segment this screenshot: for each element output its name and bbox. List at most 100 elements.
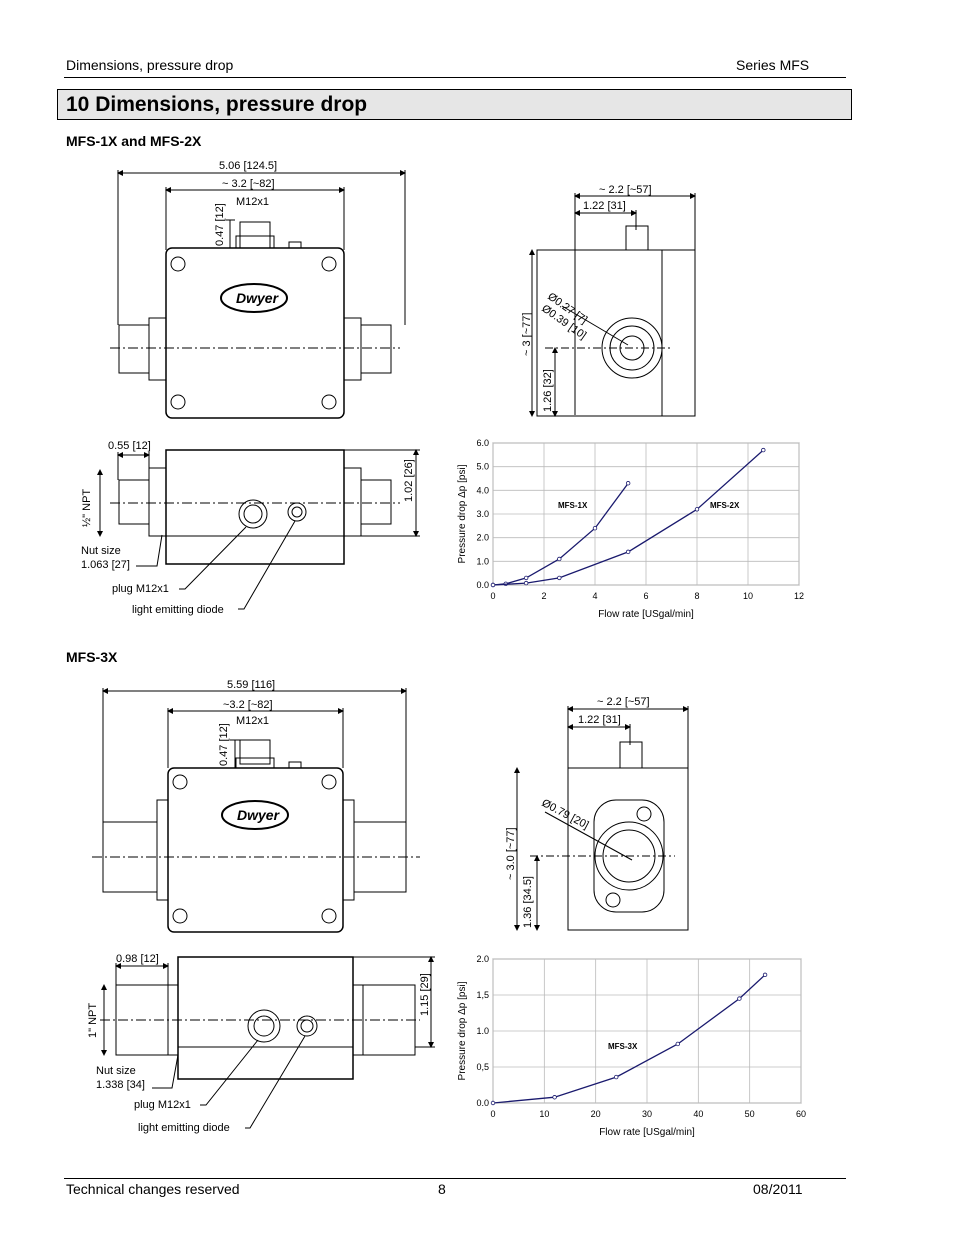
series-line-mfs-2x (492, 449, 764, 586)
mfs12-front-thread: 0.55 [12] (108, 440, 151, 452)
series-label: MFS-3X (608, 1042, 638, 1051)
data-point (490, 582, 496, 588)
mfs3-side-view (514, 706, 689, 931)
data-point (557, 556, 562, 562)
x-tick-label: 4 (592, 591, 597, 601)
x-tick-label: 6 (643, 591, 648, 601)
x-axis-label: Flow rate [USgal/min] (598, 609, 694, 620)
mfs3-front-thread: 0.98 [12] (116, 953, 159, 965)
subsection-mfs12: MFS-1X and MFS-2X (66, 133, 202, 149)
y-tick-label: 2.0 (476, 533, 489, 543)
subsection-mfs3: MFS-3X (66, 649, 118, 665)
y-tick-label: 1,5 (476, 990, 489, 1000)
mfs3-side-h3: ~ 3.0 [~77] (505, 827, 517, 880)
mfs3-front-view (100, 956, 435, 1129)
x-tick-label: 8 (694, 591, 699, 601)
x-axis-label: Flow rate [USgal/min] (599, 1127, 695, 1138)
y-tick-label: 1.0 (476, 1026, 489, 1036)
series-label: MFS-1X (558, 501, 588, 510)
x-tick-label: 0 (490, 591, 495, 601)
mfs12-dim-conn: 0.47 [12] (214, 203, 226, 246)
series-line-mfs-3x (492, 974, 766, 1104)
mfs3-plug: plug M12x1 (134, 1099, 191, 1111)
mfs12-plug: plug M12x1 (112, 583, 169, 595)
mfs12-nut-label: Nut size (81, 545, 121, 557)
mfs3-side-w122: 1.22 [31] (578, 714, 621, 726)
mfs3-nut-size: 1.338 [34] (96, 1079, 145, 1091)
x-tick-label: 30 (642, 1109, 652, 1119)
data-point (762, 972, 768, 978)
mfs12-side-h3: ~ 3 [~77] (521, 313, 533, 356)
mfs12-side-w22: ~ 2.2 [~57] (599, 184, 652, 196)
mfs12-dim-body: ~ 3.2 [~82] (222, 178, 275, 190)
x-tick-label: 10 (539, 1109, 549, 1119)
series-label: MFS-2X (710, 501, 740, 510)
mfs12-side-view (529, 193, 696, 417)
data-point (557, 575, 562, 581)
x-tick-label: 50 (745, 1109, 755, 1119)
data-point (675, 1041, 680, 1047)
data-point (490, 1100, 496, 1106)
footer-note: Technical changes reserved (66, 1181, 240, 1197)
y-tick-label: 3.0 (476, 509, 489, 519)
mfs12-dim-total: 5.06 [124.5] (219, 160, 277, 172)
header-rule (64, 77, 846, 78)
y-tick-label: 0.0 (476, 580, 489, 590)
y-tick-label: 5.0 (476, 462, 489, 472)
mfs3-dim-total: 5.59 [116] (227, 679, 275, 691)
data-point (613, 1074, 619, 1080)
data-point (523, 575, 529, 581)
x-tick-label: 12 (794, 591, 804, 601)
mfs12-side-w122: 1.22 [31] (583, 200, 626, 212)
y-tick-label: 1.0 (476, 556, 489, 566)
mfs3-logo: Dwyer (237, 807, 281, 823)
y-tick-label: 4.0 (476, 485, 489, 495)
data-point (694, 507, 700, 512)
mfs3-side-diam: Ø0.79 [20] (540, 797, 591, 832)
section-title: 10 Dimensions, pressure drop (66, 93, 368, 116)
data-point (523, 580, 529, 586)
mfs12-front-h: 1.02 [26] (403, 459, 415, 502)
x-tick-label: 40 (693, 1109, 703, 1119)
data-point (737, 996, 742, 1001)
y-axis-label: Pressure drop Δp [psi] (457, 981, 468, 1080)
data-point (625, 549, 631, 555)
mfs3-connector: M12x1 (236, 715, 269, 727)
y-tick-label: 2.0 (476, 954, 489, 964)
x-tick-label: 0 (490, 1109, 495, 1119)
x-tick-label: 60 (796, 1109, 806, 1119)
y-axis-label: Pressure drop Δp [psi] (457, 464, 468, 563)
mfs12-logo: Dwyer (236, 290, 280, 306)
data-point (625, 481, 631, 486)
x-tick-label: 2 (541, 591, 546, 601)
y-tick-label: 0.0 (476, 1098, 489, 1108)
mfs3-dim-body: ~3.2 [~82] (223, 699, 273, 711)
mfs12-top-view (110, 170, 406, 419)
mfs12-led: light emitting diode (132, 604, 224, 616)
mfs12-npt: ½" NPT (81, 489, 93, 527)
mfs3-npt: 1" NPT (87, 1003, 99, 1038)
mfs3-nut-label: Nut size (96, 1065, 136, 1077)
mfs3-side-h136: 1.36 [34.5] (522, 876, 534, 928)
mfs12-side-h126: 1.26 [32] (542, 369, 554, 412)
mfs3-side-w22: ~ 2.2 [~57] (597, 696, 650, 708)
mfs3-dim-conn: 0.47 [12] (218, 723, 230, 766)
mfs12-connector: M12x1 (236, 196, 269, 208)
mfs3-front-h: 1.15 [29] (419, 973, 431, 1016)
x-tick-label: 20 (591, 1109, 601, 1119)
section-heading: 10 Dimensions, pressure drop (57, 89, 852, 120)
y-tick-label: 0,5 (476, 1062, 489, 1072)
data-point (552, 1095, 557, 1100)
header-series: Series MFS (736, 57, 810, 73)
x-tick-label: 10 (743, 591, 753, 601)
page-number: 8 (438, 1181, 446, 1197)
footer-date: 08/2011 (753, 1181, 803, 1197)
header-title: Dimensions, pressure drop (66, 57, 234, 73)
footer-rule (64, 1178, 846, 1179)
mfs12-front-view (97, 449, 420, 610)
data-point (761, 447, 766, 453)
data-point (592, 525, 598, 531)
